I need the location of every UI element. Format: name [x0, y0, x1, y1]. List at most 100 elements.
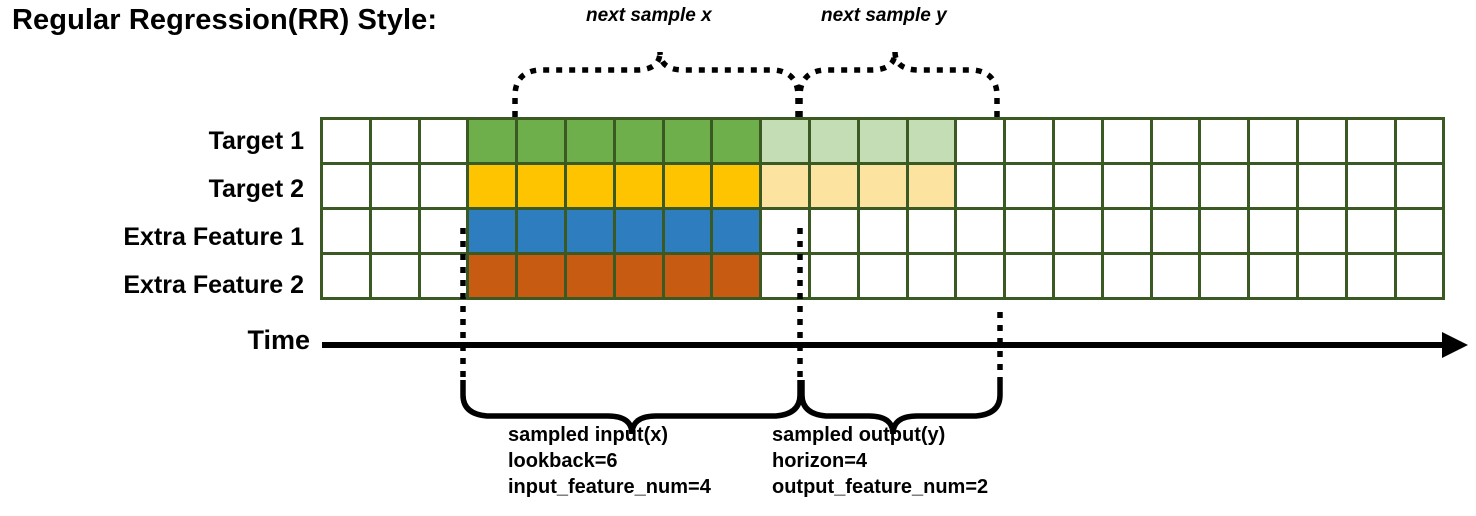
grid-cell	[1198, 162, 1251, 210]
grid-cell	[807, 207, 860, 255]
grid-cell	[515, 207, 567, 255]
grid-cell	[1198, 117, 1251, 165]
grid-cell	[466, 117, 519, 165]
grid-cell	[905, 117, 958, 165]
grid-cell	[1100, 162, 1153, 210]
row-label-target-2: Target 2	[208, 175, 304, 203]
grid-cell	[1198, 252, 1251, 300]
grid-cell	[417, 117, 470, 165]
grid-cell	[563, 207, 616, 255]
grid-cell	[320, 207, 372, 255]
grid-cell	[563, 117, 616, 165]
grid-cell	[417, 252, 470, 300]
grid-row	[320, 207, 1446, 255]
grid-cell	[1003, 252, 1055, 300]
grid-cell	[1393, 207, 1446, 255]
grid-cell	[856, 207, 909, 255]
grid-cell	[1198, 207, 1251, 255]
grid-cell	[759, 117, 811, 165]
grid-cell	[515, 162, 567, 210]
grid-cell	[368, 207, 421, 255]
grid-cell	[905, 162, 958, 210]
next-sample-x-label: next sample x	[586, 5, 712, 26]
timeseries-grid	[320, 117, 1446, 300]
time-axis-label: Time	[247, 325, 310, 355]
grid-cell	[807, 162, 860, 210]
grid-cell	[612, 117, 665, 165]
grid-cell	[905, 207, 958, 255]
grid-cell	[1003, 162, 1055, 210]
grid-cell	[1003, 117, 1055, 165]
grid-cell	[710, 252, 763, 300]
grid-cell	[1344, 207, 1397, 255]
grid-cell	[368, 117, 421, 165]
grid-cell	[320, 117, 372, 165]
grid-cell	[320, 252, 372, 300]
grid-cell	[368, 252, 421, 300]
grid-row	[320, 162, 1446, 210]
grid-cell	[1051, 207, 1104, 255]
grid-cell	[563, 162, 616, 210]
grid-cell	[807, 252, 860, 300]
grid-cell	[759, 252, 811, 300]
grid-cell	[661, 207, 714, 255]
grid-cell	[1344, 162, 1397, 210]
grid-cell	[1393, 162, 1446, 210]
grid-cell	[954, 207, 1007, 255]
grid-cell	[710, 162, 763, 210]
grid-cell	[710, 117, 763, 165]
grid-cell	[1247, 117, 1299, 165]
grid-cell	[710, 207, 763, 255]
grid-table	[320, 117, 1446, 300]
grid-cell	[954, 252, 1007, 300]
grid-cell	[856, 252, 909, 300]
grid-cell	[1100, 252, 1153, 300]
grid-cell	[759, 162, 811, 210]
grid-cell	[1247, 162, 1299, 210]
grid-cell	[1295, 207, 1348, 255]
next-sample-y-label: next sample y	[821, 5, 947, 26]
grid-cell	[1100, 117, 1153, 165]
grid-cell	[661, 252, 714, 300]
grid-cell	[563, 252, 616, 300]
grid-cell	[417, 162, 470, 210]
row-label-column: Target 1 Target 2 Extra Feature 1 Extra …	[0, 117, 312, 309]
grid-cell	[320, 162, 372, 210]
top-brace-next-sample-y	[797, 51, 1000, 117]
grid-cell	[856, 117, 909, 165]
grid-cell	[1247, 207, 1299, 255]
grid-cell	[807, 117, 860, 165]
grid-cell	[856, 162, 909, 210]
time-axis-arrow	[322, 332, 1468, 358]
grid-cell	[905, 252, 958, 300]
grid-cell	[1247, 252, 1299, 300]
grid-cell	[1149, 162, 1202, 210]
grid-cell	[1149, 252, 1202, 300]
grid-cell	[515, 252, 567, 300]
grid-cell	[759, 207, 811, 255]
grid-cell	[1051, 162, 1104, 210]
grid-cell	[1100, 207, 1153, 255]
grid-row	[320, 252, 1446, 300]
row-label-extra-feature-1: Extra Feature 1	[123, 223, 304, 251]
grid-cell	[954, 162, 1007, 210]
grid-cell	[368, 162, 421, 210]
sampled-output-caption: sampled output(y) horizon=4 output_featu…	[772, 424, 989, 498]
row-label-target-1: Target 1	[208, 127, 304, 155]
sampled-input-caption: sampled input(x) lookback=6 input_featur…	[508, 424, 711, 498]
grid-cell	[1149, 207, 1202, 255]
grid-cell	[1295, 117, 1348, 165]
grid-cell	[1051, 117, 1104, 165]
grid-cell	[466, 207, 519, 255]
grid-cell	[1051, 252, 1104, 300]
grid-cell	[1003, 207, 1055, 255]
grid-cell	[1393, 117, 1446, 165]
grid-cell	[1295, 162, 1348, 210]
grid-cell	[954, 117, 1007, 165]
grid-cell	[1295, 252, 1348, 300]
grid-row	[320, 117, 1446, 165]
grid-cell	[661, 117, 714, 165]
grid-cell	[466, 252, 519, 300]
grid-cell	[1393, 252, 1446, 300]
